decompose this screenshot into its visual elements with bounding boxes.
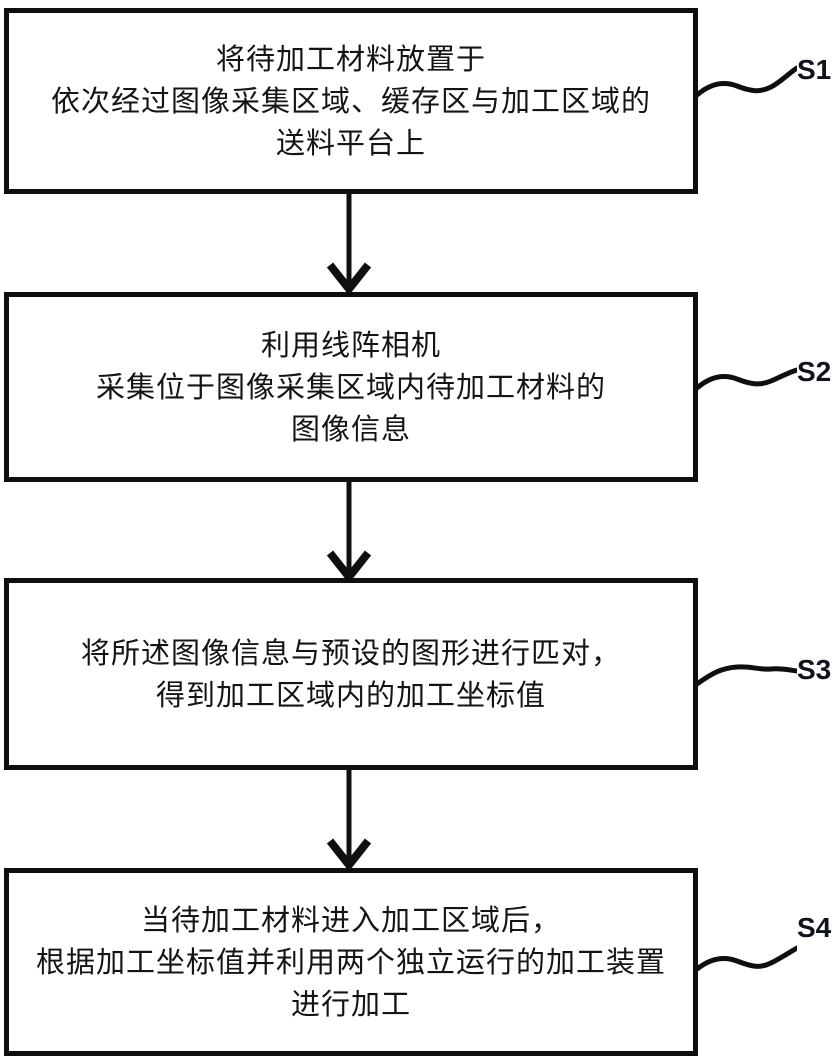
leader-line-s3-icon xyxy=(697,664,797,687)
step-s2-line-3: 图像信息 xyxy=(290,412,411,446)
flow-arrow-2-icon xyxy=(327,481,371,581)
step-label-s4: S4 xyxy=(797,912,832,943)
step-box-s3: 将所述图像信息与预设的图形进行匹对， 得到加工区域内的加工坐标值 xyxy=(4,578,698,770)
step-s1-line-2: 依次经过图像采集区域、缓存区与加工区域的 xyxy=(50,84,651,118)
step-s2-line-2: 采集位于图像采集区域内待加工材料的 xyxy=(95,370,606,404)
leader-line-s2-icon xyxy=(697,367,797,391)
leader-line-s1-icon xyxy=(697,65,797,98)
step-s3-line-2: 得到加工区域内的加工坐标值 xyxy=(155,678,546,712)
step-s4-line-1: 当待加工材料进入加工区域后， xyxy=(140,903,561,937)
flow-arrow-1-icon xyxy=(327,193,371,293)
step-box-s4: 当待加工材料进入加工区域后， 根据加工坐标值并利用两个独立运行的加工装置 进行加… xyxy=(4,868,698,1056)
step-s4-line-3: 进行加工 xyxy=(290,987,411,1021)
step-label-s3: S3 xyxy=(797,654,832,685)
step-s1-line-1: 将待加工材料放置于 xyxy=(215,42,486,76)
step-label-s1: S1 xyxy=(797,54,832,85)
step-s1-line-3: 送料平台上 xyxy=(275,126,426,160)
step-label-s2: S2 xyxy=(797,356,832,387)
step-box-s1: 将待加工材料放置于 依次经过图像采集区域、缓存区与加工区域的 送料平台上 xyxy=(4,8,698,194)
step-box-s2: 利用线阵相机 采集位于图像采集区域内待加工材料的 图像信息 xyxy=(4,292,698,482)
flow-arrow-3-icon xyxy=(327,769,371,869)
step-s2-line-1: 利用线阵相机 xyxy=(260,328,441,362)
step-s4-line-2: 根据加工坐标值并利用两个独立运行的加工装置 xyxy=(35,945,666,979)
step-s3-line-1: 将所述图像信息与预设的图形进行匹对， xyxy=(80,636,621,670)
leader-line-s4-icon xyxy=(697,945,797,972)
